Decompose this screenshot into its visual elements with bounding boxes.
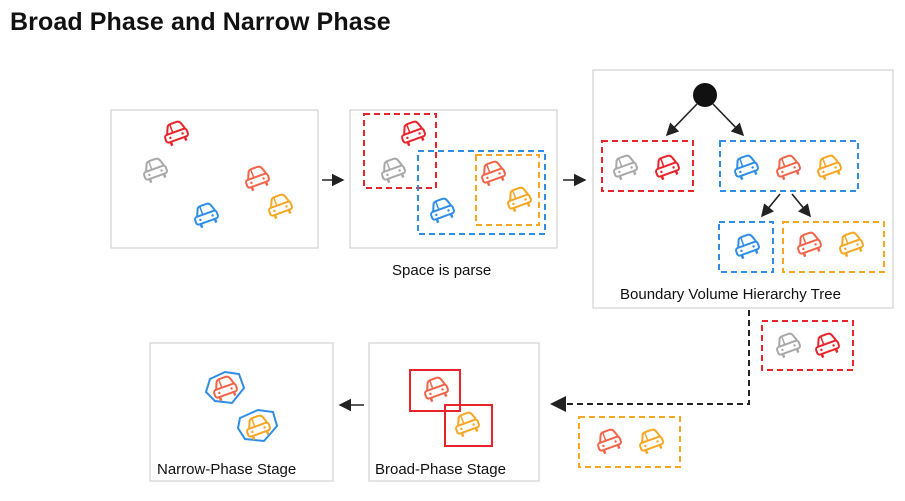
- tree-edge: [665, 103, 698, 137]
- candidate-pair-orange: [578, 416, 681, 468]
- candidate-pair-red: [761, 320, 854, 371]
- red-bounding-box: [363, 113, 437, 189]
- scene-panel: [110, 109, 319, 249]
- tree-root-node: [693, 83, 717, 107]
- bvh-caption: Boundary Volume Hierarchy Tree: [620, 286, 841, 303]
- orange-bounding-box: [475, 154, 540, 226]
- narrow-phase-panel: [149, 342, 334, 482]
- convex-hull: [204, 370, 246, 405]
- aabb-box: [444, 404, 493, 447]
- car-icon: [634, 426, 667, 457]
- aabb-box: [409, 369, 461, 412]
- convex-hull: [236, 408, 279, 443]
- space-caption: Space is parse: [392, 262, 492, 279]
- car-icon: [592, 426, 625, 457]
- tree-edge: [760, 193, 781, 218]
- orange-leaf-node: [782, 221, 885, 273]
- tree-edge: [791, 193, 812, 218]
- blue-leaf-node: [718, 221, 774, 273]
- narrow-phase-caption: Narrow-Phase Stage: [157, 461, 297, 478]
- car-icon: [771, 330, 804, 361]
- car-icon: [810, 330, 843, 361]
- space-panel: [349, 109, 558, 249]
- candidate-pairs-path: [550, 310, 750, 412]
- tree-edge: [712, 103, 745, 137]
- page-title: Broad Phase and Narrow Phase: [10, 8, 391, 36]
- red-tree-node: [601, 140, 694, 192]
- broad-phase-caption: Broad-Phase Stage: [375, 461, 506, 478]
- blue-bounding-box: [417, 150, 546, 235]
- blue-tree-node: [719, 140, 859, 192]
- bvh-panel: [592, 69, 894, 309]
